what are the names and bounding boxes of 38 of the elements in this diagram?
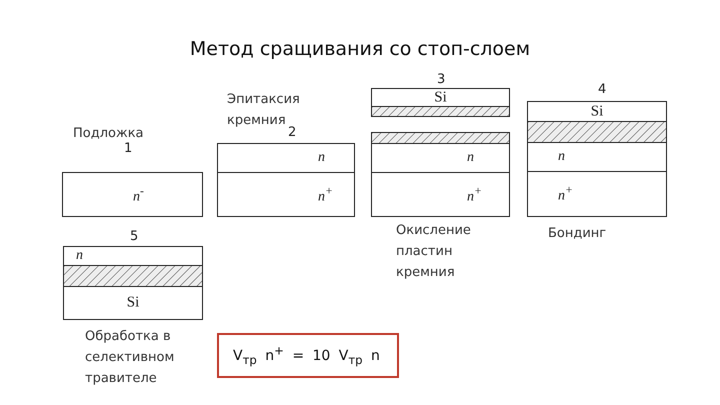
material-label: Si — [126, 296, 140, 310]
step-caption: Подложка — [73, 125, 144, 142]
formula-text: V$_{тр}$ n$^{+}$ = 10 V$_{тр}$ n — [233, 344, 380, 366]
doping-label: n — [558, 150, 565, 164]
step-caption: Обработка в селективном травителе — [85, 328, 176, 388]
doping-label: n — [318, 151, 325, 165]
title: Метод сращивания со стоп-слоем — [190, 38, 530, 60]
step-number: 2 — [288, 125, 296, 140]
step-number: 3 — [437, 72, 446, 87]
doping-label: n$^{+}$ — [467, 185, 482, 204]
oxide-layer — [527, 121, 667, 143]
wafer-layer — [527, 171, 667, 217]
formula-box — [217, 333, 399, 378]
doping-label: n — [76, 249, 83, 263]
wafer-layer — [62, 172, 203, 217]
wafer-layer — [371, 143, 510, 173]
oxide-layer — [371, 132, 510, 144]
doping-label: n — [467, 151, 474, 165]
oxide-layer — [371, 106, 510, 117]
step-caption: Бондинг — [548, 225, 606, 243]
step-number: 4 — [598, 82, 606, 97]
wafer-layer — [527, 101, 667, 122]
wafer-layer — [217, 172, 355, 217]
doping-label: n$^{+}$ — [558, 184, 573, 204]
material-label: Si — [590, 104, 604, 119]
oxide-layer — [63, 265, 203, 287]
wafer-layer — [371, 172, 510, 217]
wafer-layer — [217, 143, 355, 173]
wafer-layer — [371, 88, 510, 107]
doping-label: n$^{+}$ — [318, 185, 333, 204]
step-number: 1 — [124, 141, 132, 156]
step-number: 5 — [130, 229, 138, 244]
doping-label: n$^{-}$ — [133, 185, 144, 204]
wafer-layer — [63, 286, 203, 320]
step-caption: Окисление пластин кремния — [396, 222, 472, 282]
wafer-layer — [63, 246, 203, 266]
wafer-layer — [527, 142, 667, 172]
material-label: Si — [434, 90, 447, 105]
